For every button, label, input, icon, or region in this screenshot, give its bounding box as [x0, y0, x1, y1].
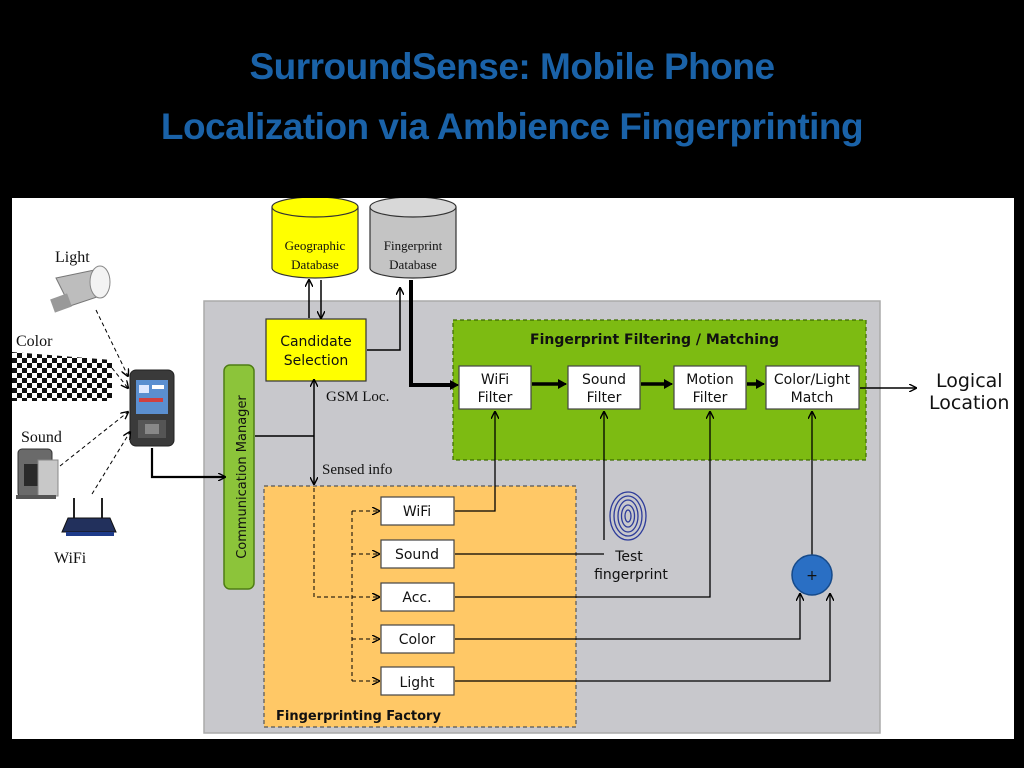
motion-filter-box: Motion Filter — [673, 365, 747, 410]
wifi-filter-box: WiFi Filter — [458, 365, 532, 410]
sound-filter-line2: Filter — [587, 390, 622, 406]
sensed-info-label: Sensed info — [322, 462, 392, 478]
logical-location-line2: Location — [929, 392, 1009, 414]
sound-filter-box: Sound Filter — [567, 365, 641, 410]
slide-title-line2: Localization via Ambience Fingerprinting — [160, 106, 864, 147]
fingerprint-icon — [609, 491, 647, 541]
wifi-filter-line2: Filter — [478, 390, 513, 406]
test-fingerprint-line2: fingerprint — [594, 567, 668, 583]
logical-location-line1: Logical — [936, 370, 1003, 392]
combiner-symbol: + — [806, 568, 818, 584]
fingerprint-database-line2: Database — [389, 257, 437, 272]
factory-item-light: Light — [380, 666, 455, 696]
sound-sensor-label: Sound — [21, 429, 62, 446]
light-sensor-label: Light — [55, 249, 90, 266]
factory-item-acc-label: Acc. — [402, 590, 431, 606]
factory-item-wifi: WiFi — [380, 496, 455, 526]
wifi-router-icon — [61, 498, 117, 536]
geographic-database-line1: Geographic — [285, 238, 346, 253]
geographic-database-line2: Database — [291, 257, 339, 272]
color-light-match-line2: Match — [791, 390, 834, 406]
candidate-selection-box — [265, 318, 367, 382]
color-sensor-label: Color — [16, 333, 53, 350]
test-fingerprint-line1: Test — [614, 549, 643, 565]
architecture-diagram: Fingerprint Filtering / Matching Fingerp… — [12, 198, 1009, 734]
fingerprint-database: Fingerprint Database — [369, 198, 457, 279]
color-light-match-box: Color/Light Match — [765, 365, 860, 410]
communication-manager-label: Communication Manager — [235, 395, 250, 559]
factory-item-acc: Acc. — [380, 582, 455, 612]
factory-item-sound-label: Sound — [395, 547, 439, 563]
wifi-filter-line1: WiFi — [481, 372, 509, 388]
gsm-location-label: GSM Loc. — [326, 389, 389, 405]
factory-item-wifi-label: WiFi — [403, 504, 431, 520]
matching-panel-title: Fingerprint Filtering / Matching — [530, 332, 779, 348]
factory-item-light-label: Light — [400, 675, 435, 691]
slide-title-line1: SurroundSense: Mobile Phone — [249, 46, 775, 87]
light-bulb-icon — [50, 265, 111, 313]
combiner-node: + — [791, 554, 833, 596]
factory-item-color: Color — [380, 624, 455, 654]
candidate-selection-line1: Candidate — [280, 334, 352, 350]
motion-filter-line2: Filter — [693, 390, 728, 406]
smartphone-icon — [129, 369, 175, 447]
diagram-panel: Fingerprint Filtering / Matching Fingerp… — [12, 198, 1014, 739]
wifi-sensor-label: WiFi — [54, 550, 87, 567]
candidate-selection-line2: Selection — [284, 353, 349, 369]
fingerprint-database-line1: Fingerprint — [384, 238, 443, 253]
sound-filter-line1: Sound — [582, 372, 626, 388]
factory-panel-title: Fingerprinting Factory — [276, 709, 441, 724]
geographic-database: Geographic Database — [271, 198, 359, 279]
motion-filter-line1: Motion — [686, 372, 733, 388]
checkerboard-icon — [12, 352, 112, 401]
factory-item-sound: Sound — [380, 539, 455, 569]
factory-item-color-label: Color — [399, 632, 436, 648]
color-light-match-line1: Color/Light — [774, 372, 851, 388]
coffee-machine-icon — [16, 448, 59, 499]
